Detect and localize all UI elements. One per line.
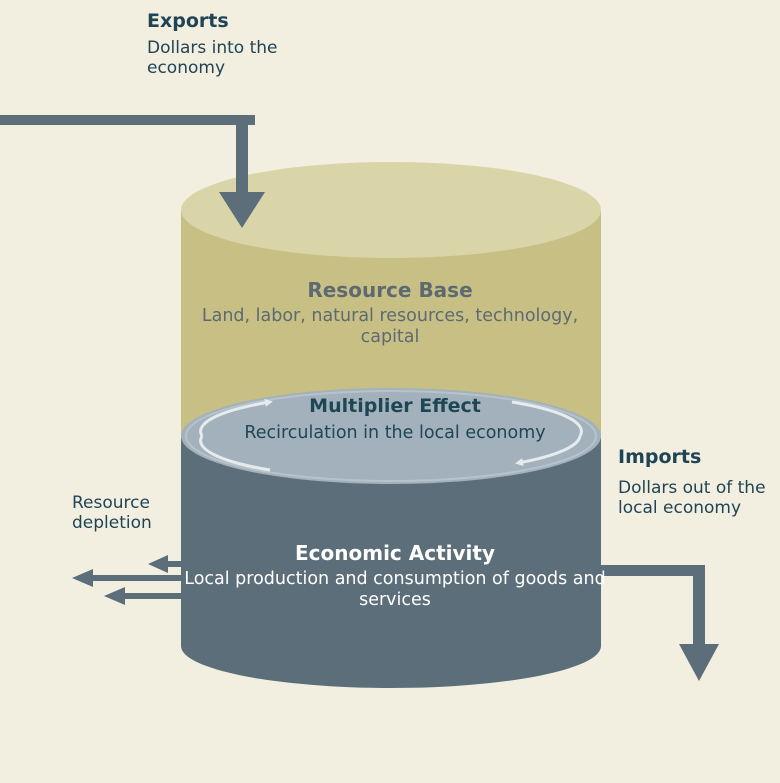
circulation-arrow-top bbox=[199, 398, 273, 437]
resource-base-title: Resource Base bbox=[307, 278, 473, 302]
economic-activity-description: Local production and consumption of good… bbox=[184, 569, 606, 610]
resource-base-top bbox=[181, 162, 601, 258]
imports-arrow bbox=[601, 565, 719, 681]
resource-depletion-label: Resource depletion bbox=[72, 493, 152, 534]
circulation-arrow-top-right bbox=[511, 400, 583, 437]
exports-title: Exports bbox=[147, 10, 229, 32]
economic-activity-title: Economic Activity bbox=[295, 541, 495, 565]
imports-title: Imports bbox=[618, 446, 702, 468]
exports-arrow bbox=[0, 115, 265, 228]
resource-base-description: Land, labor, natural resources, technolo… bbox=[201, 306, 579, 347]
imports-description: Dollars out of the local economy bbox=[618, 478, 766, 519]
multiplier-effect-description: Recirculation in the local economy bbox=[244, 423, 546, 443]
resource-depletion-arrows bbox=[72, 555, 181, 605]
circulation-arrow-bottom-left bbox=[199, 435, 271, 472]
circulation-arrow-bottom bbox=[515, 435, 582, 467]
multiplier-effect-surface bbox=[181, 388, 601, 484]
exports-description: Dollars into the economy bbox=[147, 38, 278, 79]
multiplier-effect-title: Multiplier Effect bbox=[309, 395, 481, 417]
